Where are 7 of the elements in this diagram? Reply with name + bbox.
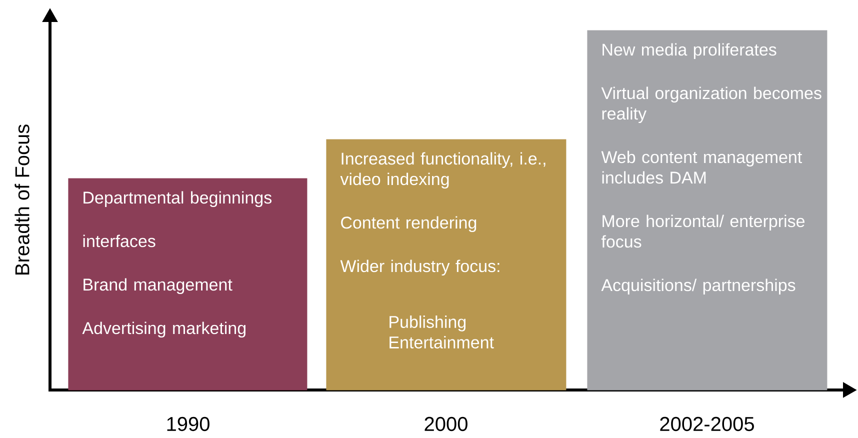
axis-title: Breadth of Focus [14, 124, 30, 274]
period-bar: Increased functionality, i.e., video indexing Content rendering Wider industry focus: Publishing Entertainment [326, 139, 566, 390]
year-label: 2002-2005 [660, 416, 754, 432]
year-label: 1990 [167, 416, 210, 432]
year-label: 2000 [424, 416, 468, 432]
period-bar: Departmental beginnings interfaces Brand management Advertising marketing [68, 178, 308, 390]
period-bar: New media proliferates Virtual organization becomes reality Web content management includes DAM More horizontal/ enterprise focus Acquisitions/ partnerships [587, 30, 828, 390]
